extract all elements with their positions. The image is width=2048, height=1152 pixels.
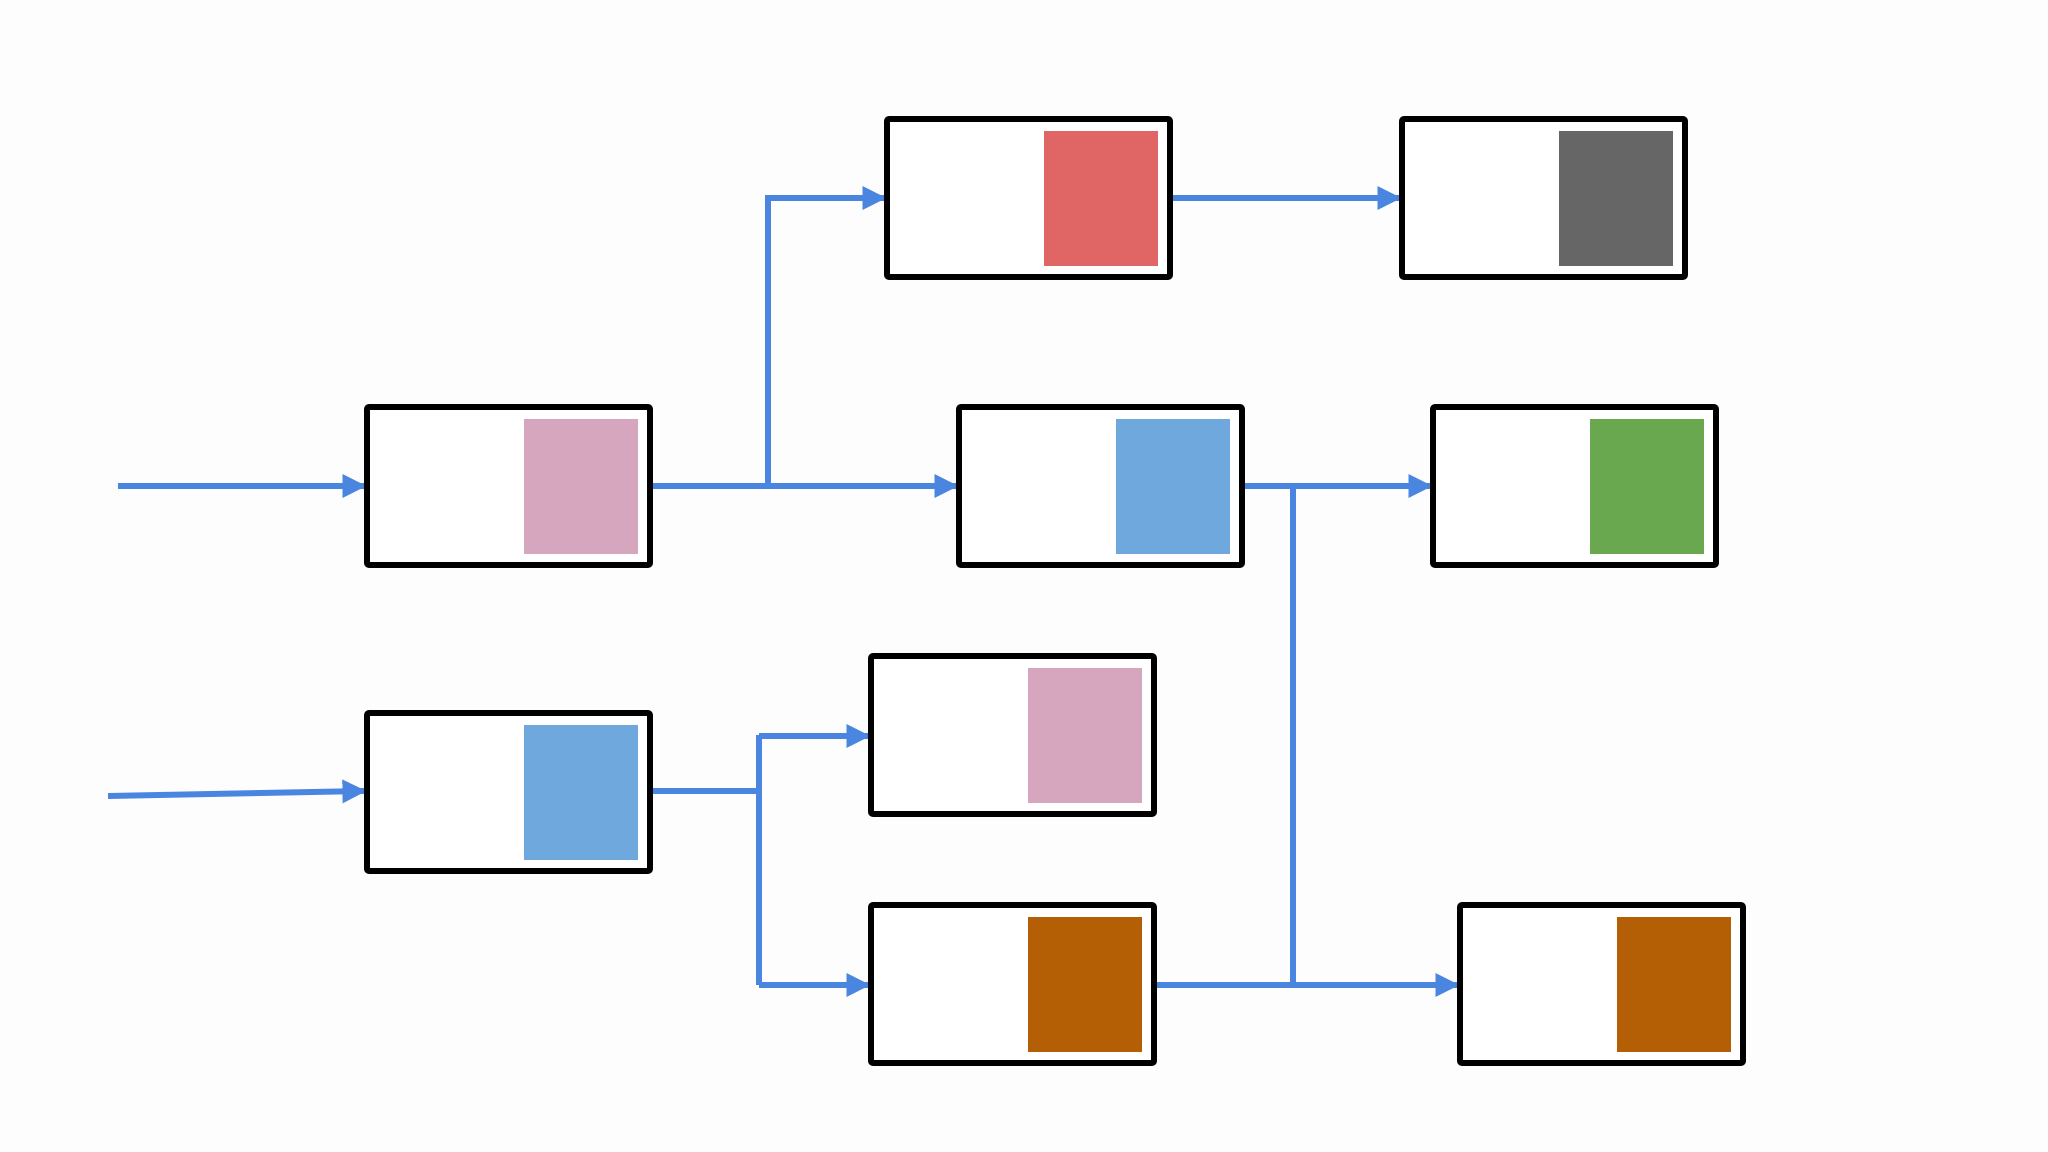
connectors-group (107, 186, 1460, 997)
node-box (364, 404, 653, 568)
node-color-swatch (1617, 917, 1731, 1052)
node-color-swatch (1116, 419, 1230, 554)
connector-arrow (107, 779, 367, 804)
node-box (1430, 404, 1719, 568)
node-box (1399, 116, 1688, 280)
node-color-swatch (1044, 131, 1158, 266)
node-box (1457, 902, 1746, 1066)
node-box (364, 710, 653, 874)
connector-arrow (765, 186, 887, 486)
node-box (884, 116, 1173, 280)
node-box (868, 653, 1157, 817)
node-color-swatch (524, 725, 638, 860)
node-color-swatch (1028, 668, 1142, 803)
node-color-swatch (1028, 917, 1142, 1052)
node-color-swatch (524, 419, 638, 554)
nodes-group (364, 116, 1746, 1066)
node-box (868, 902, 1157, 1066)
node-box (956, 404, 1245, 568)
node-color-swatch (1590, 419, 1704, 554)
node-color-swatch (1559, 131, 1673, 266)
